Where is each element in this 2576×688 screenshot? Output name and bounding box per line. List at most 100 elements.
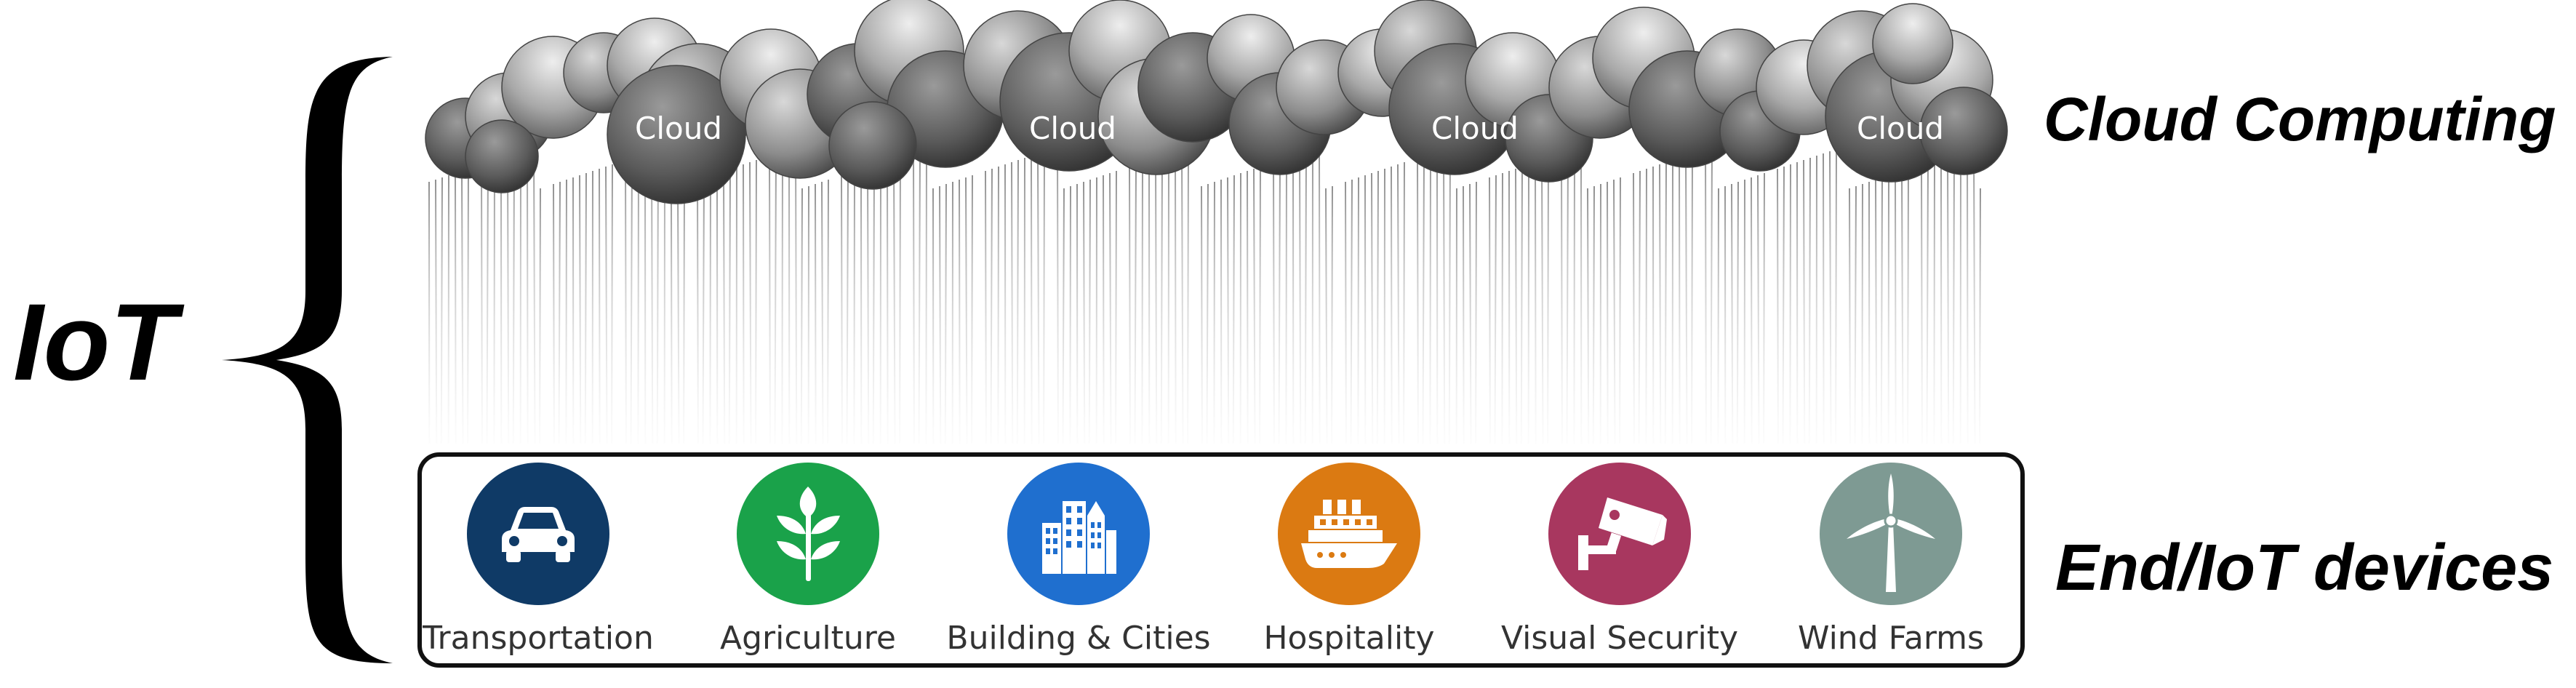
rain-streak (1326, 188, 1327, 444)
rain-streak (1391, 167, 1392, 444)
cloud-label: Cloud (1029, 111, 1116, 146)
cloud-puff (465, 120, 538, 193)
rain-streak (1031, 156, 1032, 444)
rain-streak (1574, 149, 1575, 444)
rain-streak (585, 173, 586, 444)
rain-streak (1758, 175, 1759, 444)
rain-streak (1398, 164, 1399, 444)
rain-streak (998, 167, 999, 444)
cloud-label: Cloud (1857, 111, 1944, 146)
rain-streak (1103, 175, 1104, 444)
rain-streak (1449, 147, 1450, 444)
rain-streak (1535, 162, 1536, 444)
rain-streak (1305, 151, 1306, 444)
rain-streak (1286, 158, 1287, 444)
rain-streak (1567, 151, 1569, 444)
rain-streak (841, 175, 842, 444)
ship-icon (1278, 463, 1420, 605)
rain-streak (1953, 153, 1954, 444)
buildings-icon (1007, 463, 1150, 605)
rain-streak (1614, 180, 1615, 444)
rain-streak (926, 147, 927, 444)
device-label: Wind Farms (1738, 620, 2044, 657)
rain-streak (553, 184, 554, 444)
rain-streak (1201, 186, 1202, 444)
rain-streak (1809, 158, 1810, 444)
rain-streak (1686, 156, 1687, 444)
rain-streak (1646, 169, 1647, 444)
rain-streak (1679, 158, 1680, 444)
rain-streak (462, 171, 463, 444)
rain-streak (1470, 184, 1471, 444)
iot-brace (222, 57, 393, 663)
rain-streak (638, 156, 639, 444)
rain-streak (1175, 151, 1176, 444)
rain-streak (1430, 153, 1431, 444)
rain-streak (1718, 188, 1719, 444)
rain-streak (945, 184, 946, 444)
rain-streak (455, 173, 456, 444)
rain-streak (703, 177, 705, 444)
rain-streak (1895, 173, 1896, 444)
rain-streak (1934, 160, 1935, 444)
device-label: Visual Security (1467, 620, 1772, 657)
rain-streak (671, 188, 672, 444)
rain-streak (1358, 177, 1359, 444)
rain-streak (1823, 153, 1824, 444)
camera-icon (1548, 463, 1691, 605)
rain-streak (631, 158, 633, 444)
device-label: Building & Cities (926, 620, 1231, 657)
rain-streak (1142, 162, 1143, 444)
wind-turbine-icon (1820, 463, 1962, 605)
rain-streak (599, 169, 600, 444)
rain-streak (1417, 158, 1418, 444)
rain-streak (894, 158, 895, 444)
rain-streak (1521, 167, 1522, 444)
cloud-puff (829, 102, 916, 189)
rain-streak (625, 160, 626, 444)
rain-streak (815, 184, 816, 444)
rain-streak (1351, 180, 1353, 444)
cloud-label: Cloud (635, 111, 722, 146)
rain-streak (1038, 153, 1039, 444)
rain-streak (1214, 182, 1215, 444)
rain-streak (710, 175, 711, 444)
rain-streak (1129, 167, 1130, 444)
rain-streak (606, 167, 607, 444)
rain-streak (566, 180, 567, 444)
rain-streak (750, 162, 751, 444)
rain-streak (1345, 182, 1346, 444)
rain-streak (527, 149, 528, 444)
rain-streak (775, 153, 777, 444)
rain-streak (985, 171, 986, 444)
rain-streak (743, 164, 744, 444)
cloud-layer (425, 0, 2007, 204)
rain-streak (887, 160, 888, 444)
rain-streak (1273, 162, 1274, 444)
car-icon (467, 463, 609, 605)
rain-streak (697, 180, 698, 444)
rain-streak (1377, 171, 1378, 444)
iot-label: IoT (13, 287, 177, 396)
rain-streak (678, 186, 679, 444)
rain-streak (1254, 169, 1255, 444)
rain-streak (1849, 188, 1850, 444)
rain-streak (1247, 171, 1248, 444)
device-building-cities: Building & Cities (948, 463, 1209, 659)
rain-streak (1974, 147, 1975, 444)
rain-streak (913, 151, 914, 444)
rain-streak (1737, 182, 1738, 444)
rain-streak (1070, 186, 1071, 444)
rain-streak (1135, 164, 1137, 444)
rain-streak (513, 153, 514, 444)
rain-streak (534, 147, 535, 444)
rain-streak (847, 173, 849, 444)
rain-streak (1017, 160, 1018, 444)
rain-streak (1711, 147, 1713, 444)
rain-streak (1319, 147, 1320, 444)
rain-streak (1502, 173, 1503, 444)
rain-streak (1063, 188, 1065, 444)
device-agriculture: Agriculture (677, 463, 939, 659)
rain-streak (1927, 162, 1929, 444)
rain-streak (1862, 184, 1863, 444)
